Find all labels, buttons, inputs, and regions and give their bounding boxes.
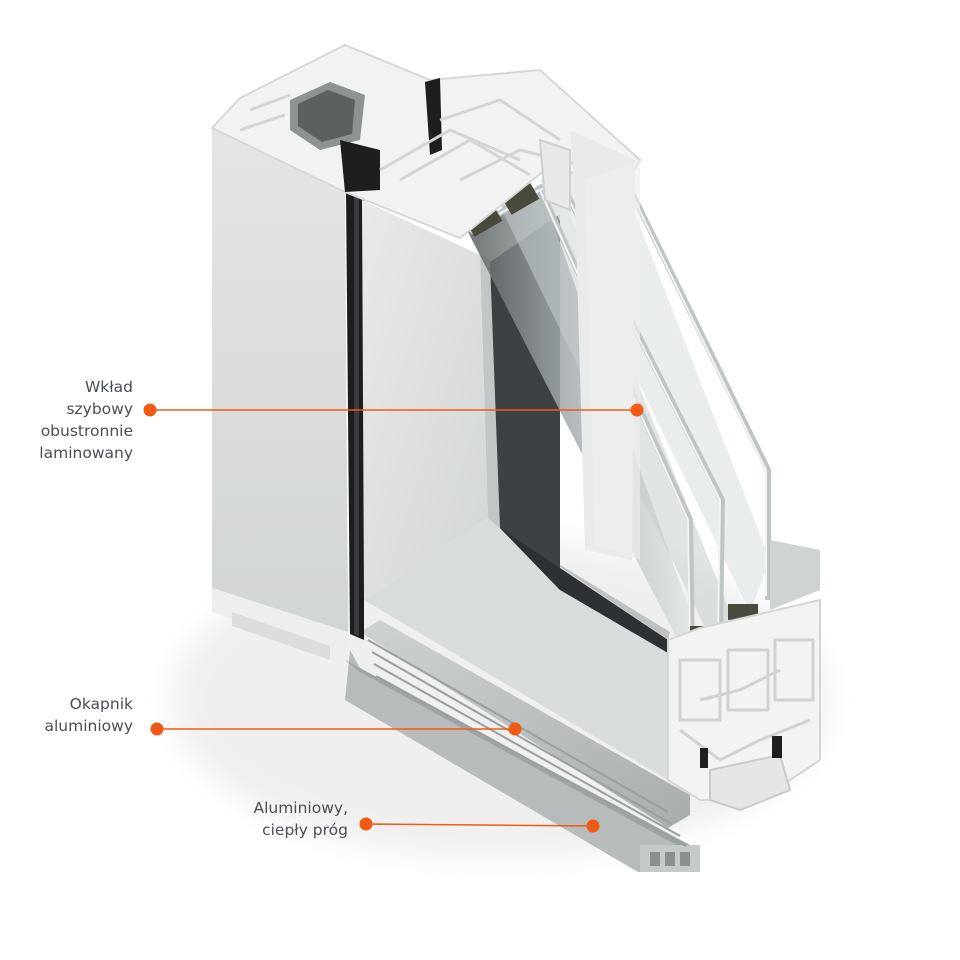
drip-cap	[360, 620, 690, 847]
bottom-frame-section	[667, 598, 821, 812]
marker-dot-drip-cap-start	[150, 722, 164, 736]
callout-label-glazing: Wkład szybowy obustronnie laminowany	[39, 378, 133, 462]
sash-return	[585, 160, 640, 560]
marker-dot-glazing-end	[630, 403, 644, 417]
callout-label-threshold: Aluminiowy, ciepły próg	[253, 799, 348, 839]
marker-dot-glazing-start	[143, 403, 157, 417]
callout-label-drip-cap: Okapnik aluminiowy	[44, 695, 134, 735]
threshold-profile	[345, 650, 700, 872]
leader-line-threshold	[365, 823, 594, 827]
callout-leaders	[143, 403, 644, 833]
outer-frame-face	[212, 128, 348, 632]
marker-dot-threshold-start	[359, 817, 373, 831]
marker-dot-drip-cap-end	[508, 722, 522, 736]
marker-dot-threshold-end	[586, 819, 600, 833]
